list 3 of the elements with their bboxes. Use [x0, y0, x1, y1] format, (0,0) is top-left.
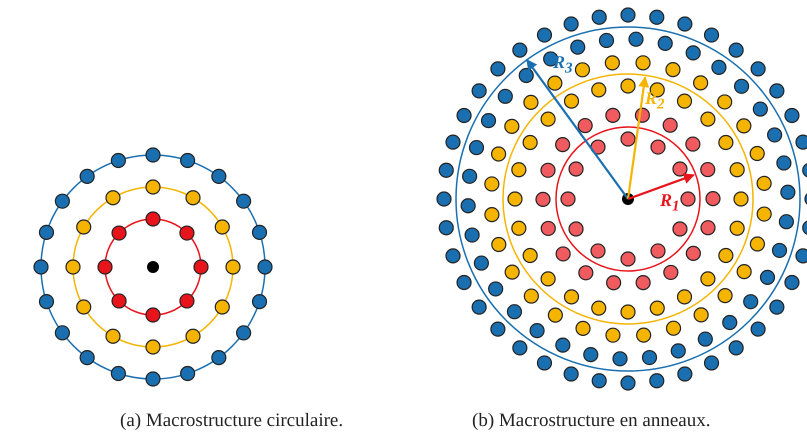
figure-caption: (b) Macrostructure en anneaux.: [472, 410, 710, 432]
radius-label: R$_{1}$: [660, 190, 680, 216]
figure-caption: (a) Macrostructure circulaire.: [120, 410, 344, 432]
